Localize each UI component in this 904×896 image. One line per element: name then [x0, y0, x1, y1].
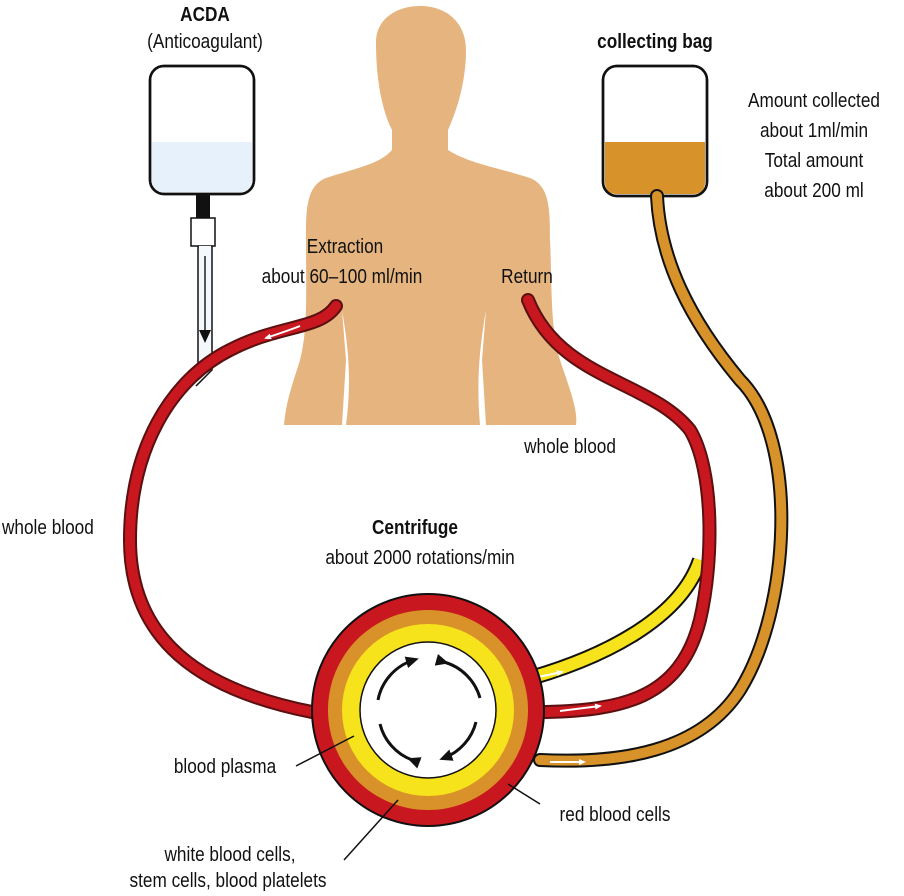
rotation-arrows	[376, 654, 482, 769]
return-label: Return	[501, 266, 553, 288]
collecting-info-line-1: Amount collected	[748, 90, 880, 112]
extraction-blood-tube	[122, 299, 343, 719]
return-blood-tube	[521, 293, 717, 719]
anticoagulant-subtitle: (Anticoagulant)	[147, 31, 263, 53]
leader-lines	[295, 735, 541, 861]
extraction-rate: about 60–100 ml/min	[261, 266, 423, 288]
collecting-info-line-4: about 200 ml	[764, 180, 864, 202]
extraction-label: Extraction	[306, 236, 384, 258]
blood-plasma-label: blood plasma	[173, 756, 277, 778]
collecting-info-line-2: about 1ml/min	[759, 120, 869, 142]
collecting-bag-title: collecting bag	[597, 31, 713, 53]
white-blood-cells-label-line-2: stem cells, blood platelets	[129, 870, 327, 892]
centrifuge-title: Centrifuge	[372, 517, 458, 539]
whole-blood-left-label: whole blood	[2, 517, 94, 539]
centrifuge	[311, 593, 545, 827]
anticoagulant-title: ACDA	[180, 4, 230, 26]
anticoagulant-bag	[148, 64, 256, 387]
collecting-info-line-3: Total amount	[764, 150, 864, 172]
red-blood-cells-label: red blood cells	[559, 804, 671, 826]
white-blood-cells-label-line-1: white blood cells,	[164, 844, 296, 866]
whole-blood-right-label: whole blood	[524, 436, 616, 458]
human-body-silhouette	[284, 6, 577, 425]
collection-tube	[533, 189, 789, 768]
collecting-bag	[601, 64, 709, 198]
centrifuge-subtitle: about 2000 rotations/min	[325, 547, 515, 569]
